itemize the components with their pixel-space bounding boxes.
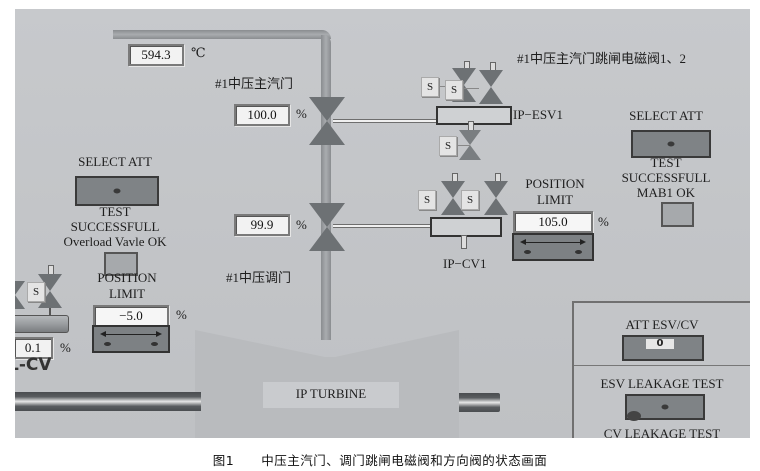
cv-actuator-stem <box>461 235 467 249</box>
temperature-unit: ℃ <box>191 45 206 60</box>
left-sol-stem-lower <box>49 308 51 316</box>
left-partial-valve-icon <box>15 281 25 309</box>
cv-title: #1中压调门 <box>226 270 292 285</box>
turbine-label-box <box>263 382 399 408</box>
cv-solenoid-2-s-button[interactable]: S <box>461 190 479 210</box>
right-test-status-1: TEST <box>650 155 682 170</box>
steam-pipe-vertical <box>321 35 331 340</box>
right-select-att-title: SELECT ATT <box>629 108 703 123</box>
esv-main-valve-icon[interactable] <box>307 95 347 147</box>
esv-solenoid-valve-2-icon[interactable] <box>478 69 504 105</box>
cv-limit-slider[interactable] <box>512 233 594 261</box>
cv-position-unit: % <box>296 217 307 232</box>
cv-limit-value[interactable]: 105.0 <box>513 211 593 233</box>
esv-position-display: 100.0 <box>234 104 290 126</box>
figure-caption: 图1 中压主汽门、调门跳闸电磁阀和方向阀的状态画面 <box>0 450 760 469</box>
left-solenoid-valve-icon[interactable] <box>37 273 63 309</box>
double-arrow-icon <box>520 239 586 245</box>
turbine-label: IP TURBINE <box>295 386 367 401</box>
panel-divider <box>574 365 750 366</box>
esv-actuator[interactable] <box>436 106 512 125</box>
esv-linkage <box>333 119 437 123</box>
right-status-indicator <box>661 202 694 227</box>
figure-caption-text: 中压主汽门、调门跳闸电磁阀和方向阀的状态画面 <box>261 453 548 468</box>
left-limit-unit: % <box>176 307 187 322</box>
cv-linkage <box>333 224 431 228</box>
att-test-panel: ATT ESV/CV 0 ESV LEAKAGE TEST CV LEAKAGE… <box>572 301 750 438</box>
cv-actuator[interactable] <box>430 217 502 237</box>
cursor-icon <box>627 411 641 421</box>
cv-limit-title-1: POSITION <box>525 176 585 191</box>
cv-position-display: 99.9 <box>234 214 290 236</box>
esv-title: #1中压主汽门 <box>215 76 294 91</box>
right-test-status-3: MAB1 OK <box>636 185 696 200</box>
hmi-screen: 594.3 ℃ #1中压主汽门 100.0 % IP−ESV1 S S S #1… <box>15 9 750 438</box>
left-exhaust-pipe <box>15 392 201 411</box>
esv-leakage-test-title: ESV LEAKAGE TEST <box>600 376 724 391</box>
steam-pipe-top <box>113 30 331 39</box>
esv-sol2-wire <box>463 88 479 89</box>
left-cv-position-display: 0.1 <box>15 337 53 359</box>
figure-number: 图1 <box>212 453 235 468</box>
esv-direction-valve-icon[interactable] <box>458 129 482 161</box>
double-arrow-icon <box>100 331 162 337</box>
esv-actuator-label: IP−ESV1 <box>513 107 563 122</box>
right-test-status-2: SUCCESSFULL <box>621 170 711 185</box>
cv-limit-unit: % <box>598 214 609 229</box>
cv-solenoid-valve-1-icon[interactable] <box>440 180 466 216</box>
left-limit-title-1: POSITION <box>97 270 157 285</box>
left-status-indicator <box>104 252 138 276</box>
right-select-att-button[interactable] <box>631 130 711 158</box>
left-limit-title-2: LIMIT <box>108 286 146 301</box>
cv-solenoid-1-s-button[interactable]: S <box>418 190 436 210</box>
left-cv-position-unit: % <box>60 340 71 355</box>
left-limit-slider[interactable] <box>92 325 170 353</box>
cv-main-valve-icon[interactable] <box>307 201 347 253</box>
left-solenoid-s-button[interactable]: S <box>27 282 45 302</box>
left-actuator[interactable] <box>15 315 69 333</box>
att-esv-cv-button[interactable]: 0 <box>622 335 704 361</box>
left-select-att-title: SELECT ATT <box>78 154 152 169</box>
esv-solenoid-title: #1中压主汽门跳闸电磁阀1、2 <box>517 51 687 66</box>
att-esv-cv-title: ATT ESV/CV <box>625 317 699 332</box>
esv-position-unit: % <box>296 106 307 121</box>
left-test-status-2: SUCCESSFULL <box>70 219 160 234</box>
cv-leakage-test-title: CV LEAKAGE TEST <box>603 426 721 438</box>
temperature-display: 594.3 <box>128 44 184 66</box>
cv-limit-title-2: LIMIT <box>536 192 574 207</box>
att-counter: 0 <box>646 339 674 349</box>
left-test-status-1: TEST <box>99 204 131 219</box>
esv-direction-s-button[interactable]: S <box>439 136 457 156</box>
esv-dir-wire <box>457 145 470 146</box>
esv-solenoid-1-s-button[interactable]: S <box>421 77 439 97</box>
cv-actuator-label: IP−CV1 <box>443 256 487 271</box>
right-exhaust-pipe <box>459 393 500 412</box>
cv-solenoid-valve-2-icon[interactable] <box>483 180 509 216</box>
left-test-status-3: Overload Vavle OK <box>63 234 167 249</box>
left-cv-tag: L-CV <box>15 355 52 375</box>
esv-solenoid-2-s-button[interactable]: S <box>445 80 463 100</box>
left-limit-value[interactable]: −5.0 <box>93 305 169 327</box>
left-select-att-button[interactable] <box>75 176 159 206</box>
